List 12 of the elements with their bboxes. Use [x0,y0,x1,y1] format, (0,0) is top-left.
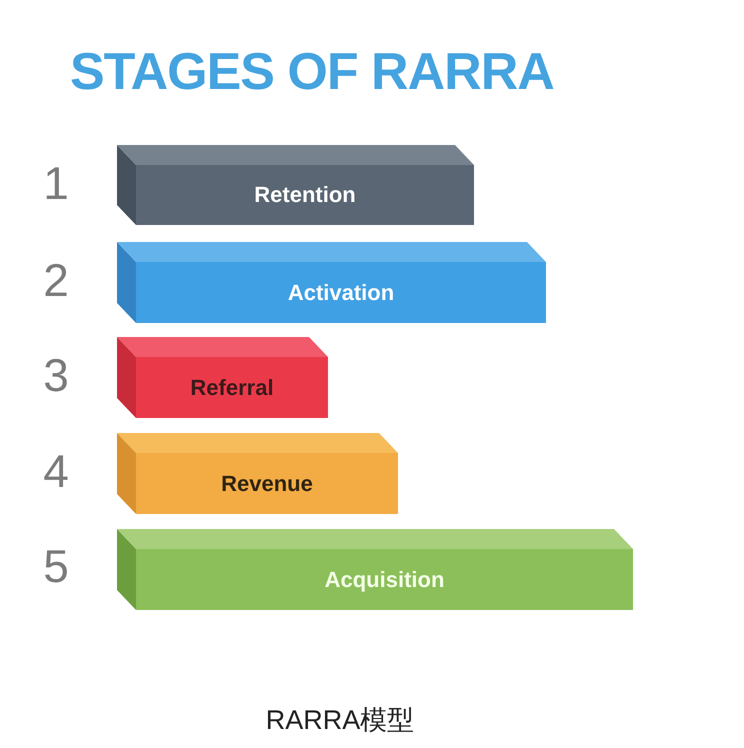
stage-number: 4 [42,448,70,494]
stage-label: Referral [190,374,274,400]
stage-number: 5 [42,543,70,589]
stage-label: Activation [288,280,394,306]
stage-number: 2 [42,257,70,303]
stage-number: 3 [42,352,70,398]
caption: RARRA模型 [264,704,416,737]
stage-label: Acquisition [324,566,444,592]
title: STAGES OF RARRA [70,44,554,102]
stage-label: Retention [254,182,356,208]
stage-label: Revenue [221,470,313,496]
stage-number: 1 [42,160,70,206]
